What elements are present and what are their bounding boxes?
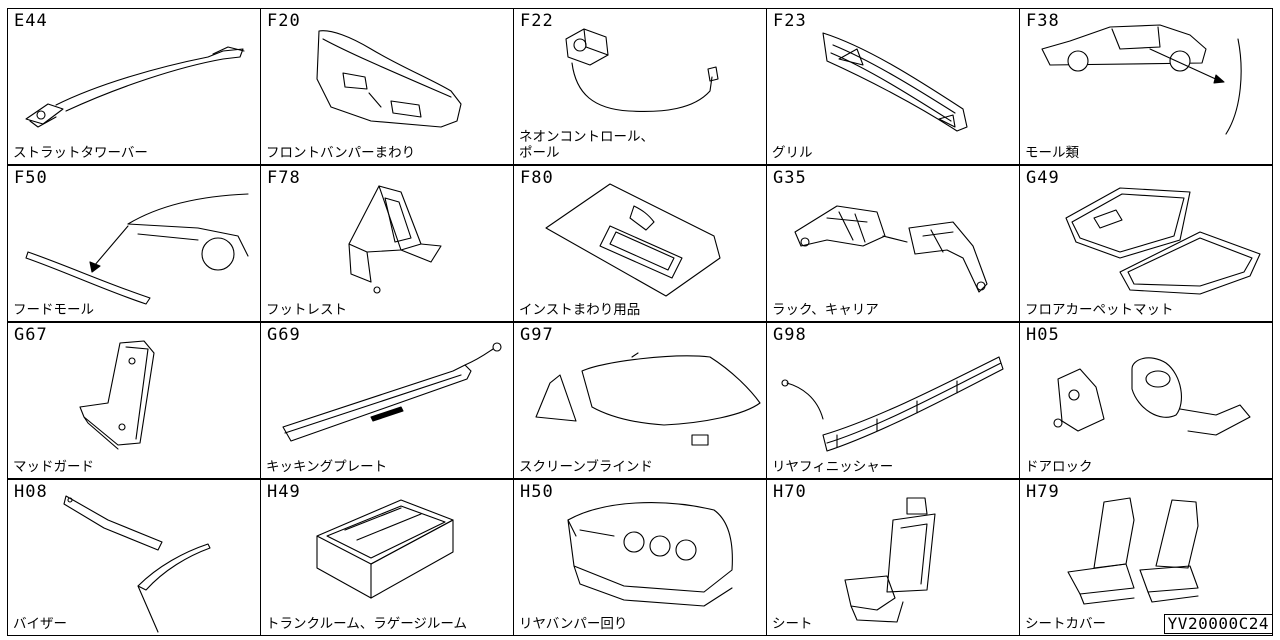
part-code: H08 <box>14 482 48 502</box>
part-code: H49 <box>267 482 301 502</box>
trunk-luggage-room-illustration <box>316 499 454 599</box>
part-cell-g98[interactable]: G98 リヤフィニッシャー <box>766 322 1020 479</box>
part-cell-f80[interactable]: F80 インストまわり用品 <box>513 165 767 322</box>
instrument-accessories-illustration <box>545 183 721 297</box>
part-label: フロアカーペットマット <box>1025 302 1174 318</box>
part-code: H50 <box>520 482 554 502</box>
part-label: ストラットタワーバー <box>13 145 148 161</box>
part-label: フードモール <box>13 302 94 318</box>
part-label: キッキングプレート <box>266 459 388 475</box>
part-cell-g69[interactable]: G69 キッキングプレート <box>260 322 514 479</box>
part-code: H79 <box>1026 482 1060 502</box>
part-label: リヤバンパー回り <box>519 616 628 632</box>
part-cell-f23[interactable]: F23 グリル <box>766 8 1020 165</box>
part-cell-e44[interactable]: E44 ストラットタワーバー <box>7 8 261 165</box>
part-label: トランクルーム、ラゲージルーム <box>266 616 468 632</box>
part-code: G98 <box>773 325 807 345</box>
mudguard-illustration <box>79 340 155 450</box>
part-label: フットレスト <box>266 302 347 318</box>
grille-illustration <box>822 32 968 132</box>
part-cell-f38[interactable]: F38 モール類 <box>1019 8 1273 165</box>
part-cell-h08[interactable]: H08 バイザー <box>7 479 261 636</box>
part-code: F80 <box>520 168 554 188</box>
part-cell-f78[interactable]: F78 フットレスト <box>260 165 514 322</box>
part-code: F78 <box>267 168 301 188</box>
part-cell-g97[interactable]: G97 スクリーンブラインド <box>513 322 767 479</box>
part-cell-g35[interactable]: G35 ラック、キャリア <box>766 165 1020 322</box>
part-label: シートカバー <box>1025 616 1106 632</box>
part-cell-g49[interactable]: G49 フロアカーペットマット <box>1019 165 1273 322</box>
part-code: F22 <box>520 11 554 31</box>
floor-carpet-mat-illustration <box>1065 187 1261 295</box>
part-label: グリル <box>772 145 813 161</box>
part-code: G35 <box>773 168 807 188</box>
neon-control-pole-illustration <box>565 28 719 112</box>
parts-grid: E44 ストラットタワーバー F20 フロントバンパーまわり F22 ネオンコン… <box>7 8 1273 636</box>
part-label: リヤフィニッシャー <box>772 459 894 475</box>
seat-cover-illustration <box>1067 497 1199 605</box>
visor-illustration <box>63 495 211 633</box>
part-cell-h70[interactable]: H70 シート <box>766 479 1020 636</box>
rear-finisher-illustration <box>781 356 1004 452</box>
part-code: E44 <box>14 11 48 31</box>
part-label: ネオンコントロール、 ポール <box>519 129 654 161</box>
footrest-illustration <box>348 185 442 294</box>
part-label: ドアロック <box>1025 459 1093 475</box>
part-code: G49 <box>1026 168 1060 188</box>
part-label: スクリーンブラインド <box>519 459 653 475</box>
front-bumper-illustration <box>316 30 462 128</box>
part-code: G69 <box>267 325 301 345</box>
part-code: H05 <box>1026 325 1060 345</box>
rack-carrier-illustration <box>794 205 988 293</box>
part-code: G97 <box>520 325 554 345</box>
rear-bumper-illustration <box>567 502 733 607</box>
part-label: マッドガード <box>13 459 94 475</box>
part-code: F50 <box>14 168 48 188</box>
part-code: F23 <box>773 11 807 31</box>
part-cell-h79[interactable]: H79 シートカバー <box>1019 479 1273 636</box>
part-label: モール類 <box>1025 145 1079 161</box>
part-cell-h50[interactable]: H50 リヤバンパー回り <box>513 479 767 636</box>
hood-molding-illustration <box>25 193 249 305</box>
part-cell-h05[interactable]: H05 ドアロック <box>1019 322 1273 479</box>
door-lock-illustration <box>1053 357 1251 436</box>
part-code: F20 <box>267 11 301 31</box>
part-cell-h49[interactable]: H49 トランクルーム、ラゲージルーム <box>260 479 514 636</box>
part-cell-f22[interactable]: F22 ネオンコントロール、 ポール <box>513 8 767 165</box>
part-code: H70 <box>773 482 807 502</box>
part-cell-f50[interactable]: F50 フードモール <box>7 165 261 322</box>
kicking-plate-illustration <box>282 342 502 442</box>
part-label: シート <box>772 616 813 632</box>
part-label: ラック、キャリア <box>772 302 879 318</box>
molding-illustration <box>1041 24 1242 135</box>
part-label: バイザー <box>13 616 67 632</box>
part-label: フロントバンパーまわり <box>266 145 416 161</box>
strut-tower-bar-illustration <box>25 46 245 128</box>
reference-code: YV20000C24 <box>1163 614 1273 634</box>
part-cell-f20[interactable]: F20 フロントバンパーまわり <box>260 8 514 165</box>
screen-blind-illustration <box>535 352 761 446</box>
part-code: F38 <box>1026 11 1060 31</box>
seat-illustration <box>844 497 936 623</box>
part-label: インストまわり用品 <box>519 302 641 318</box>
part-code: G67 <box>14 325 48 345</box>
part-cell-g67[interactable]: G67 マッドガード <box>7 322 261 479</box>
